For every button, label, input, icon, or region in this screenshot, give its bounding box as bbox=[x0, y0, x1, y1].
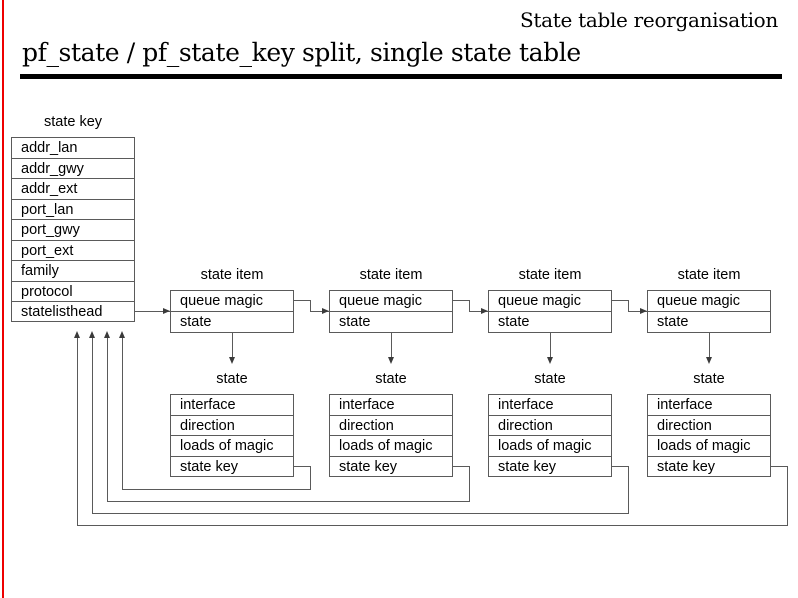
connector-item1-to-item2-drop bbox=[310, 300, 311, 312]
state-box: interface direction loads of magic state… bbox=[647, 394, 771, 477]
return-path-4-drop bbox=[787, 466, 788, 526]
state-field: interface bbox=[171, 395, 293, 416]
state-caption: state bbox=[534, 371, 566, 387]
arrowhead-into-item1 bbox=[163, 308, 170, 314]
state-key-field: addr_lan bbox=[12, 138, 134, 159]
state-item-field: queue magic bbox=[330, 291, 452, 312]
state-field: loads of magic bbox=[489, 436, 611, 457]
return-path-1-rise bbox=[122, 333, 123, 490]
state-key-field: port_gwy bbox=[12, 220, 134, 241]
arrowhead-into-item3 bbox=[481, 308, 488, 314]
arrowhead-into-state2 bbox=[388, 357, 394, 364]
arrowhead-into-state1 bbox=[229, 357, 235, 364]
return-path-2-run bbox=[107, 501, 470, 502]
state-item-field: queue magic bbox=[171, 291, 293, 312]
state-box: interface direction loads of magic state… bbox=[329, 394, 453, 477]
state-item-box: queue magic state bbox=[647, 290, 771, 333]
state-key-field: family bbox=[12, 261, 134, 282]
connector-item1-to-item2-in bbox=[310, 311, 329, 312]
state-field: loads of magic bbox=[171, 436, 293, 457]
return-path-2-rise bbox=[107, 333, 108, 502]
connector-item2-to-item3 bbox=[453, 300, 470, 301]
state-field: interface bbox=[489, 395, 611, 416]
title-underline bbox=[20, 74, 782, 79]
state-item-caption: state item bbox=[677, 267, 741, 283]
return-path-2-exit bbox=[453, 466, 470, 467]
state-box: interface direction loads of magic state… bbox=[170, 394, 294, 477]
state-field: direction bbox=[648, 416, 770, 436]
state-field: direction bbox=[171, 416, 293, 436]
return-path-1-exit bbox=[294, 466, 311, 467]
return-path-1-drop bbox=[310, 466, 311, 490]
state-key-field: port_ext bbox=[12, 241, 134, 261]
return-path-4-exit bbox=[771, 466, 788, 467]
state-item-caption: state item bbox=[200, 267, 264, 283]
state-box: interface direction loads of magic state… bbox=[488, 394, 612, 477]
return-path-3-exit bbox=[612, 466, 629, 467]
connector-item2-to-state2 bbox=[391, 333, 392, 360]
slide-title: pf_state / pf_state_key split, single st… bbox=[22, 38, 581, 67]
state-item-field: state bbox=[657, 313, 689, 330]
return-path-3-rise bbox=[92, 333, 93, 514]
state-key-field: addr_gwy bbox=[12, 159, 134, 179]
connector-item1-to-item2 bbox=[294, 300, 311, 301]
return-path-3-run bbox=[92, 513, 629, 514]
state-field: loads of magic bbox=[648, 436, 770, 457]
state-field-state-key: state key bbox=[339, 458, 398, 475]
state-key-field-statelisthead: statelisthead bbox=[21, 304, 103, 320]
state-key-field: protocol bbox=[12, 282, 134, 302]
connector-item3-to-state3 bbox=[550, 333, 551, 360]
state-key-field: addr_ext bbox=[12, 179, 134, 200]
state-item-caption: state item bbox=[359, 267, 423, 283]
connector-statelisthead-to-item1 bbox=[135, 311, 170, 312]
state-caption: state bbox=[375, 371, 407, 387]
state-item-box: queue magic state bbox=[488, 290, 612, 333]
state-field: direction bbox=[489, 416, 611, 436]
state-item-box: queue magic state bbox=[329, 290, 453, 333]
state-field: interface bbox=[330, 395, 452, 416]
state-item-field: queue magic bbox=[489, 291, 611, 312]
arrowhead-into-state4 bbox=[706, 357, 712, 364]
arrowhead-return-1 bbox=[119, 331, 125, 338]
state-caption: state bbox=[693, 371, 725, 387]
connector-item4-to-state4 bbox=[709, 333, 710, 360]
connector-item2-to-item3-drop bbox=[469, 300, 470, 312]
state-caption: state bbox=[216, 371, 248, 387]
state-item-field: state bbox=[180, 313, 212, 330]
return-path-4-run bbox=[77, 525, 788, 526]
red-left-accent-bar bbox=[2, 0, 4, 598]
state-key-box: addr_lan addr_gwy addr_ext port_lan port… bbox=[11, 137, 135, 322]
state-key-caption: state key bbox=[43, 114, 103, 130]
arrowhead-into-item4 bbox=[640, 308, 647, 314]
state-field-state-key: state key bbox=[657, 458, 716, 475]
connector-item3-to-item4 bbox=[612, 300, 629, 301]
state-key-field: port_lan bbox=[12, 200, 134, 220]
return-path-3-drop bbox=[628, 466, 629, 514]
arrowhead-into-item2 bbox=[322, 308, 329, 314]
arrowhead-return-3 bbox=[89, 331, 95, 338]
arrowhead-into-state3 bbox=[547, 357, 553, 364]
state-item-field: state bbox=[498, 313, 530, 330]
connector-item2-to-item3-in bbox=[469, 311, 488, 312]
state-field-state-key: state key bbox=[498, 458, 557, 475]
state-field: loads of magic bbox=[330, 436, 452, 457]
connector-item1-to-state1 bbox=[232, 333, 233, 360]
return-path-2-drop bbox=[469, 466, 470, 502]
return-path-1-run bbox=[122, 489, 311, 490]
arrowhead-return-2 bbox=[104, 331, 110, 338]
state-item-box: queue magic state bbox=[170, 290, 294, 333]
slide-subtitle: State table reorganisation bbox=[520, 8, 778, 32]
state-item-field: queue magic bbox=[648, 291, 770, 312]
state-field-state-key: state key bbox=[180, 458, 239, 475]
state-item-caption: state item bbox=[518, 267, 582, 283]
state-field: direction bbox=[330, 416, 452, 436]
arrowhead-return-4 bbox=[74, 331, 80, 338]
state-field: interface bbox=[648, 395, 770, 416]
return-path-4-rise bbox=[77, 333, 78, 526]
connector-item3-to-item4-drop bbox=[628, 300, 629, 312]
connector-item3-to-item4-in bbox=[628, 311, 647, 312]
state-item-field: state bbox=[339, 313, 371, 330]
